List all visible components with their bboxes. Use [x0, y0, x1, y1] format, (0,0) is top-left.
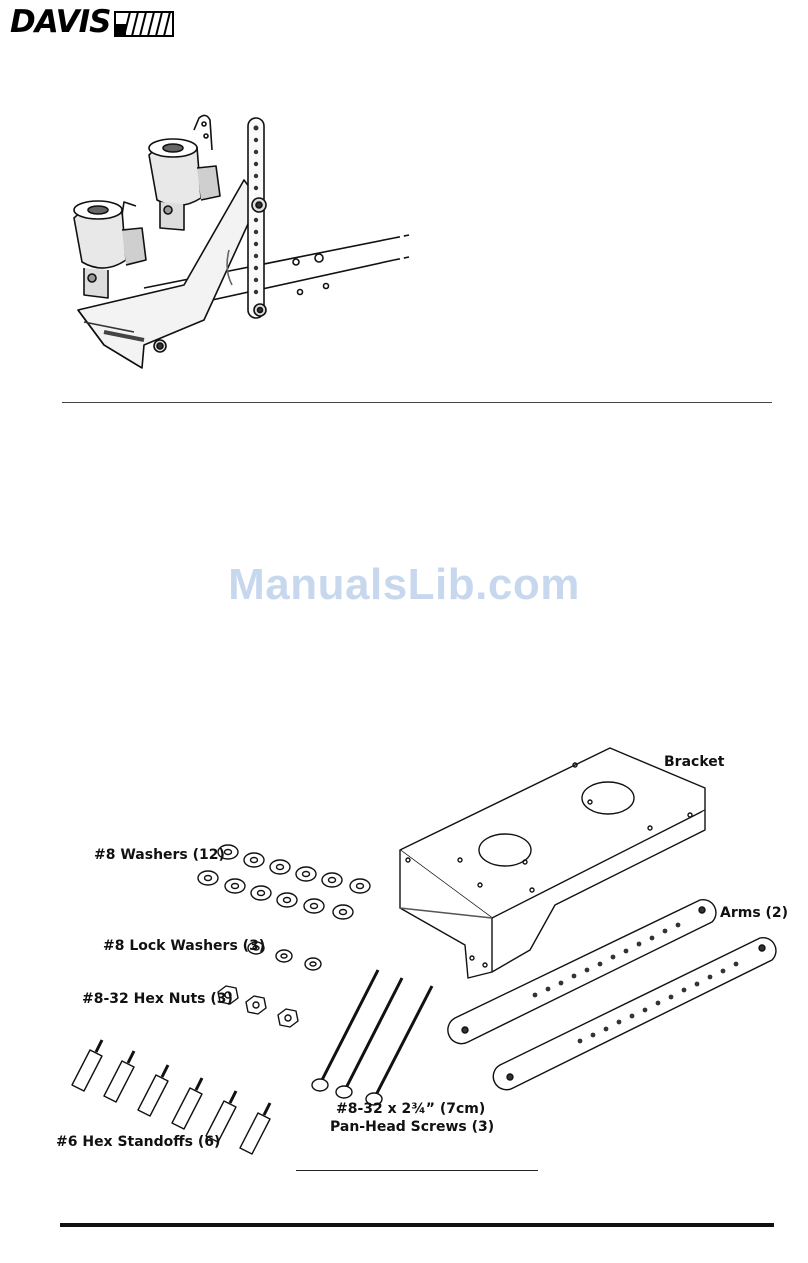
- label-screws-size: #8-32 x 2¾” (7cm): [336, 1101, 486, 1117]
- logo-graphic-icon: [114, 11, 175, 37]
- pan-head-screws-drawing: [311, 969, 434, 1106]
- label-lock-washers: #8 Lock Washers (3): [103, 938, 266, 954]
- davis-logo: DAVIS: [10, 6, 176, 38]
- label-arms: Arms (2): [720, 905, 789, 921]
- hex-standoffs-drawing: [71, 1039, 272, 1155]
- label-screws-type: Pan-Head Screws (3): [330, 1119, 495, 1135]
- arms-drawing: [447, 898, 777, 1091]
- bracket-drawing: [399, 747, 706, 979]
- label-washers: #8 Washers (12): [94, 847, 225, 863]
- label-hex-nuts: #8-32 Hex Nuts (3): [82, 991, 233, 1007]
- logo-text: DAVIS: [10, 3, 111, 40]
- hex-nuts-drawing: [217, 985, 299, 1028]
- label-bracket: Bracket: [664, 754, 725, 770]
- assembled-mount-illustration: [73, 114, 410, 369]
- label-hex-standoffs: #6 Hex Standoffs (6): [56, 1134, 221, 1150]
- top-divider-rule: [62, 402, 772, 403]
- page-footer-rule: [60, 1223, 774, 1227]
- watermark-text: ManualsLib.com: [228, 560, 580, 609]
- parts-illustration: [71, 747, 777, 1155]
- caption-divider-rule: [296, 1170, 538, 1171]
- washers-drawing: [197, 844, 371, 920]
- lock-washers-drawing: [247, 941, 322, 971]
